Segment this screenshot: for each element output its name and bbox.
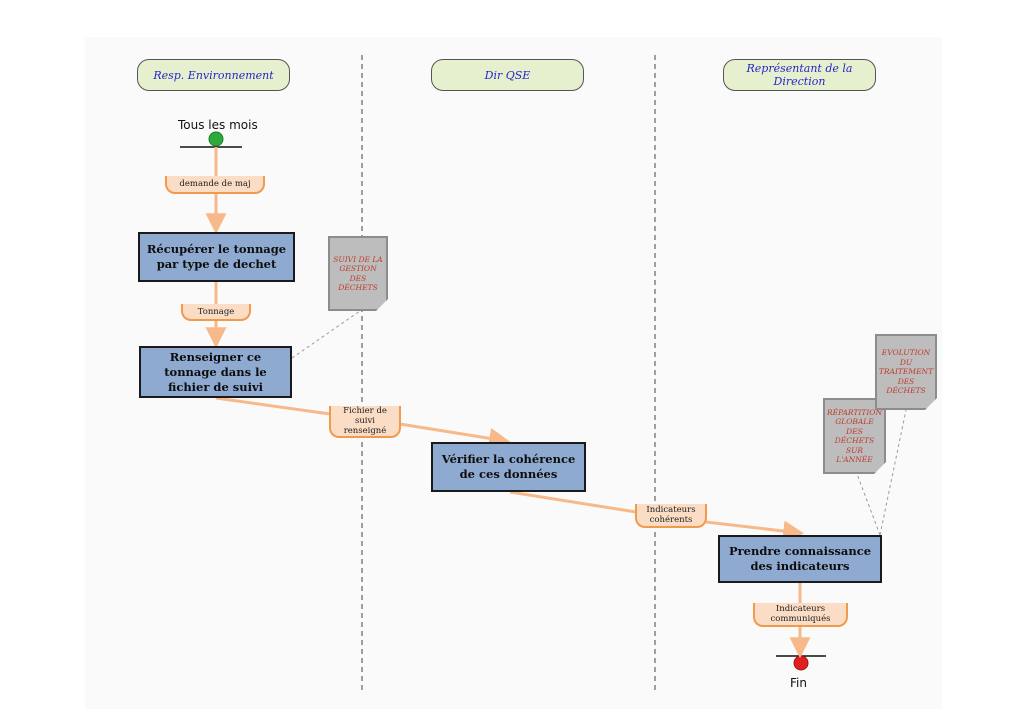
document-evolution-label: EVOLUTION DU TRAITEMENT DES DÉCHETS xyxy=(878,348,934,396)
object-tonnage: Tonnage xyxy=(181,304,251,321)
document-repartition-globale: RÉPARTITION GLOBALE DES DÉCHETS SUR L'AN… xyxy=(823,398,886,474)
document-evolution-traitement: EVOLUTION DU TRAITEMENT DES DÉCHETS xyxy=(875,334,937,410)
flow-renseigner-to-fichier xyxy=(215,396,331,416)
object-indicateurs-coherents: Indicateurs cohérents xyxy=(635,504,707,528)
object-demande-de-maj: demande de maj xyxy=(165,176,265,194)
flow-fichier-to-verifier xyxy=(399,422,511,449)
action-renseigner-tonnage: Renseigner ce tonnage dans le fichier de… xyxy=(139,346,292,398)
start-node xyxy=(208,131,224,147)
assoc-repartition xyxy=(856,473,881,536)
end-node xyxy=(793,655,809,671)
assoc-suivi xyxy=(291,310,361,359)
lane-header-dir-qse: Dir QSE xyxy=(431,59,584,91)
action-recuperer-tonnage: Récupérer le tonnage par type de dechet xyxy=(138,232,295,282)
lane-header-resp-environnement: Resp. Environnement xyxy=(137,59,290,91)
start-label: Tous les mois xyxy=(178,118,258,132)
lane-header-representant-direction: Représentant de la Direction xyxy=(723,59,876,91)
flow-verifier-to-indicateurs xyxy=(509,490,637,514)
end-label: Fin xyxy=(790,676,807,690)
document-repartition-label: RÉPARTITION GLOBALE DES DÉCHETS SUR L'AN… xyxy=(826,407,883,464)
document-suivi-gestion-dechets: SUIVI DE LA GESTION DES DÉCHETS xyxy=(328,236,388,311)
object-fichier-de-suivi: Fichier de suivi renseigné xyxy=(329,406,401,438)
action-prendre-connaissance: Prendre connaissance des indicateurs xyxy=(718,535,882,583)
flow-indicateurs-to-prendre xyxy=(705,520,805,542)
object-indicateurs-communiques: Indicateurs communiqués xyxy=(753,603,848,627)
document-suivi-label: SUIVI DE LA GESTION DES DÉCHETS xyxy=(333,254,383,292)
action-verifier-coherence: Vérifier la cohérence de ces données xyxy=(431,442,586,492)
